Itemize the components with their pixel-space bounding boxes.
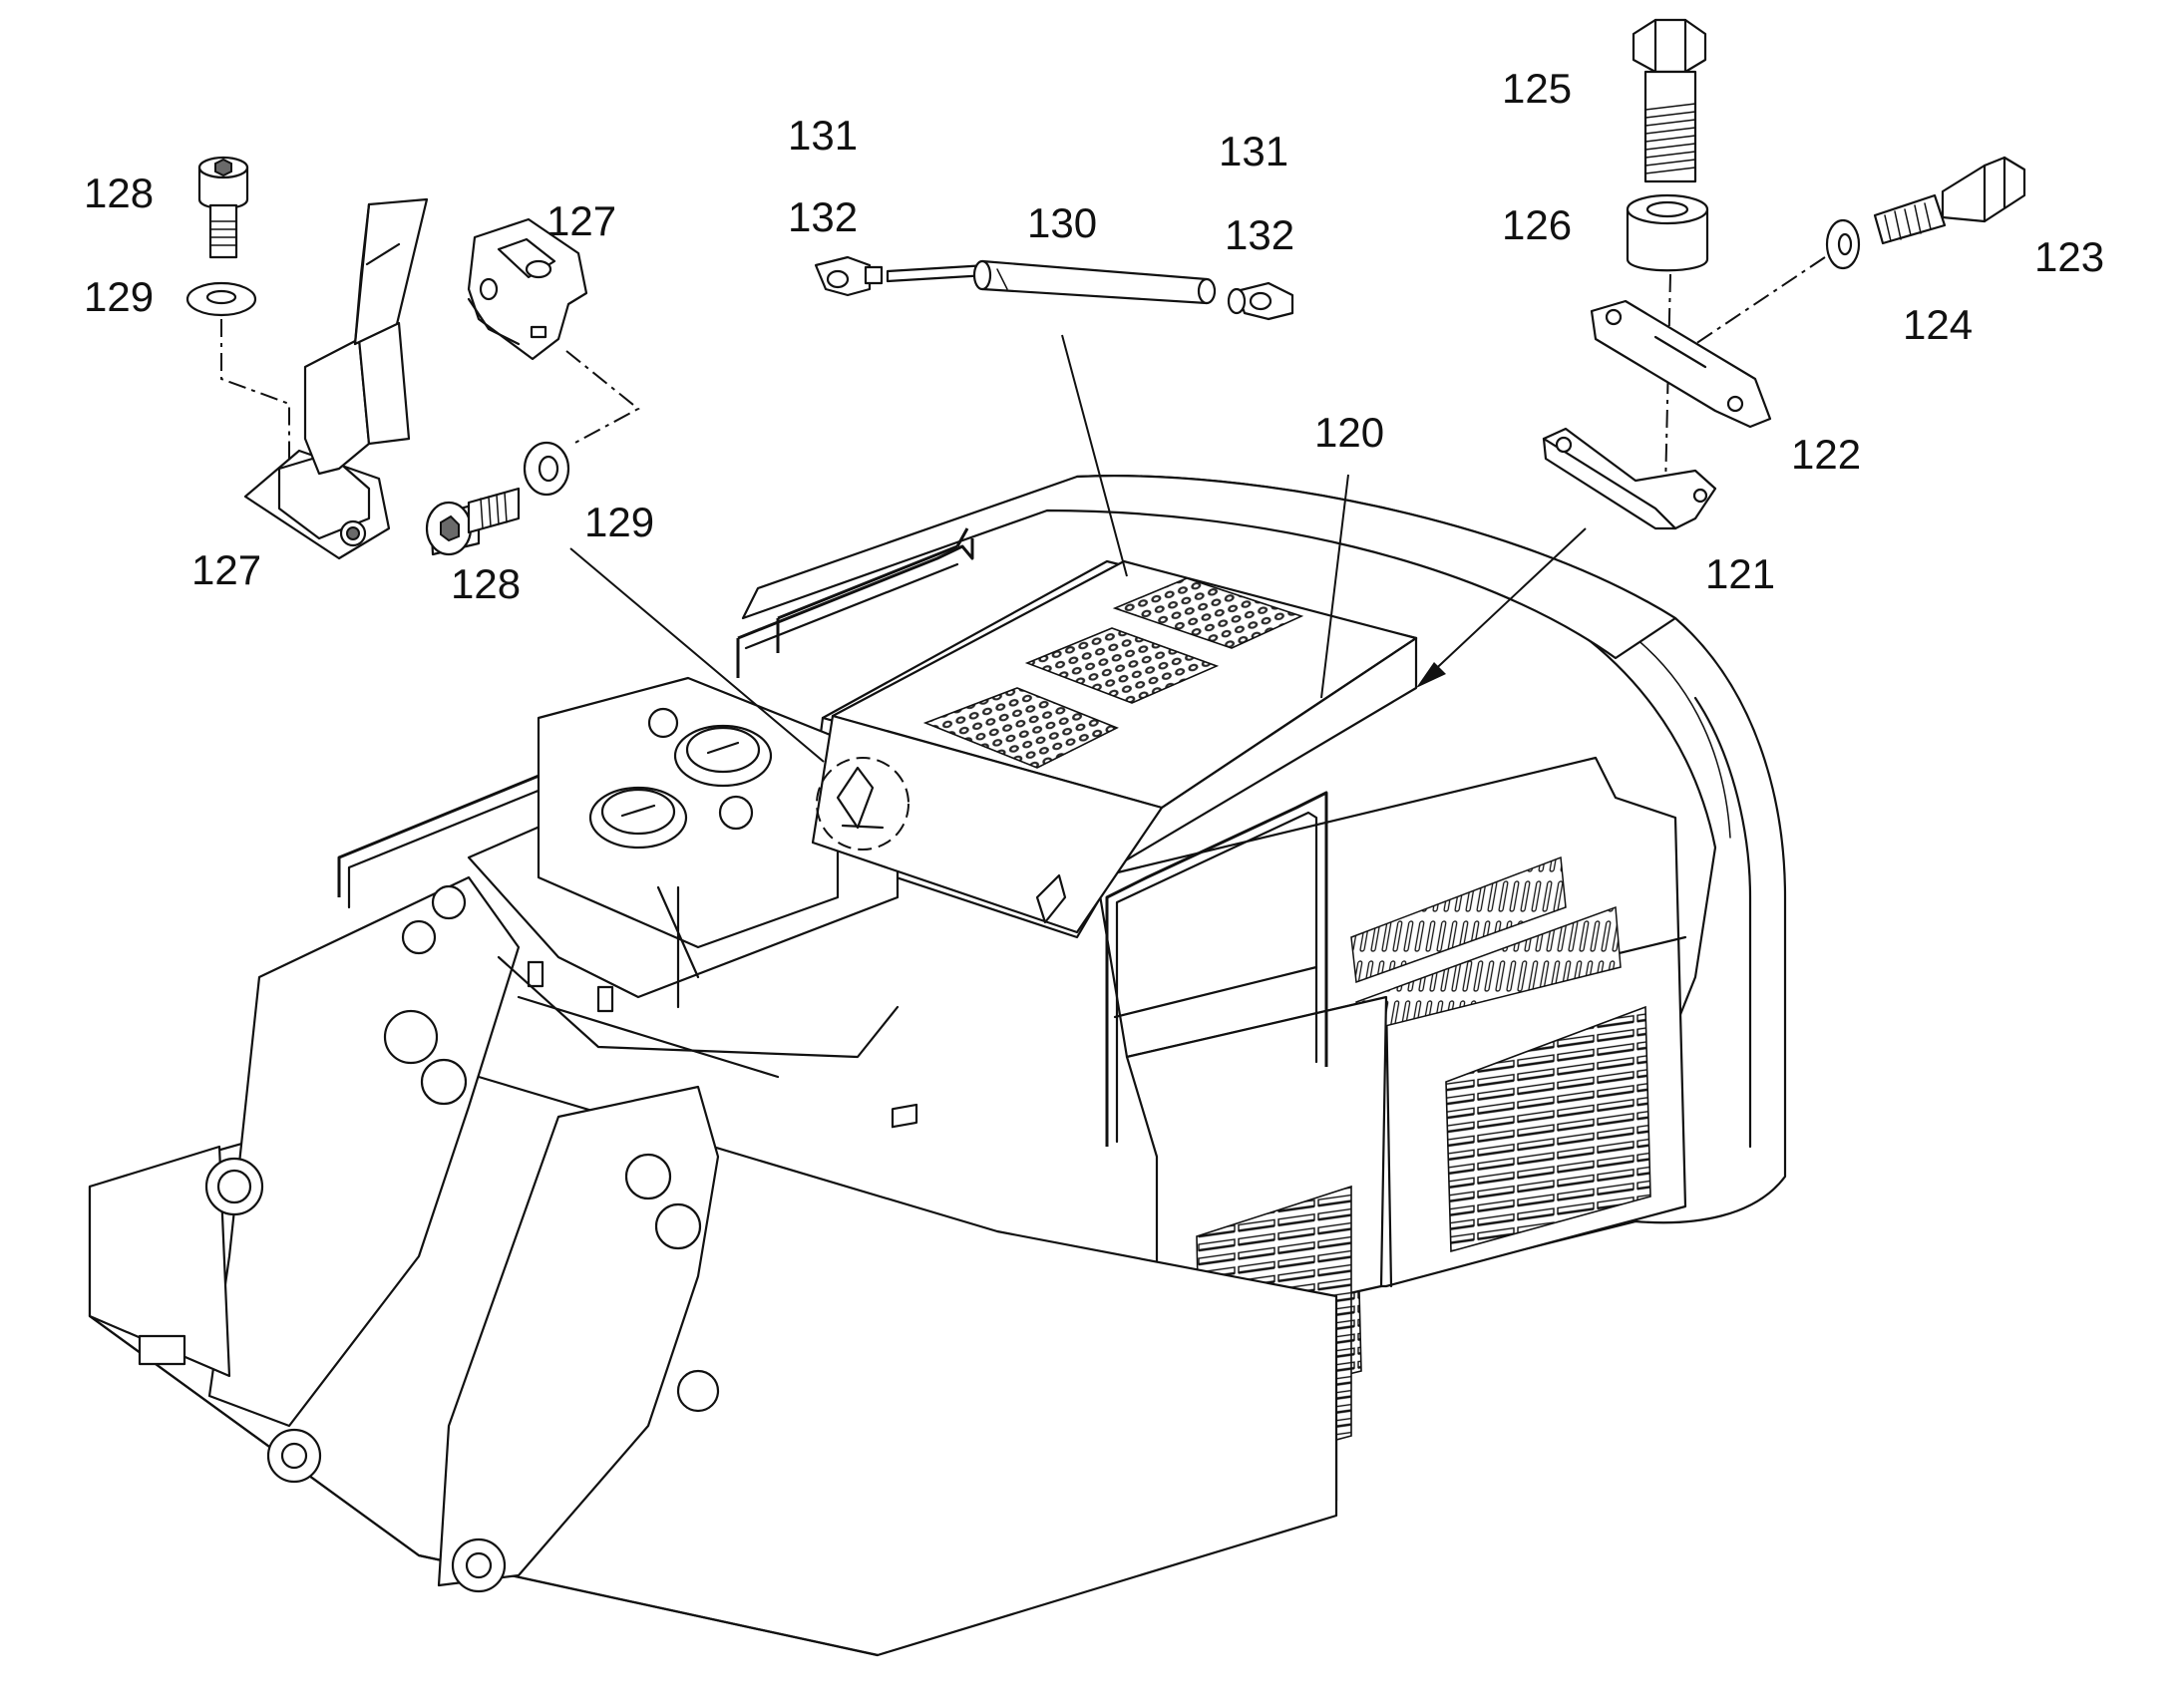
label-127-right: 127 <box>546 197 616 244</box>
label-129-lower: 129 <box>584 499 654 545</box>
vent-slots-top <box>1350 855 1567 984</box>
leader-120 <box>1320 474 1349 699</box>
boom-bracket-right <box>437 1085 720 1587</box>
label-128-lower: 128 <box>451 560 521 607</box>
bolt-123 <box>1873 156 2026 245</box>
top-deck <box>741 475 1677 660</box>
leader-130 <box>1061 334 1128 577</box>
cap-screw-128-lower <box>425 487 521 556</box>
bolt-125 <box>1632 18 1707 183</box>
ball-socket-131-132-left <box>814 255 884 297</box>
leader-129 <box>569 547 825 763</box>
label-129-top: 129 <box>84 273 154 320</box>
callout-labels: 120 121 122 123 124 125 126 127 127 128 … <box>84 65 2104 607</box>
latch-127-left <box>243 197 429 560</box>
label-127-left: 127 <box>191 546 261 593</box>
mesh-vent-3 <box>1112 577 1304 649</box>
handrail-right <box>1105 791 1328 1147</box>
ball-socket-131-132-right <box>1227 281 1294 321</box>
label-121: 121 <box>1705 550 1775 597</box>
bracket-121 <box>1542 427 1717 530</box>
washer-129-lower <box>523 441 570 497</box>
spacer-126 <box>1626 193 1709 272</box>
mesh-vent-2 <box>1024 627 1220 704</box>
label-131-right: 131 <box>1219 128 1288 174</box>
washer-129-top <box>185 281 257 317</box>
gas-spring-130 <box>886 259 1217 305</box>
washer-124 <box>1825 218 1861 270</box>
mesh-vent-1 <box>922 687 1119 769</box>
label-130: 130 <box>1027 199 1097 246</box>
label-132-left: 132 <box>788 193 858 240</box>
label-128-top: 128 <box>84 170 154 216</box>
label-123: 123 <box>2034 233 2104 280</box>
bracket-122 <box>1590 299 1772 429</box>
label-125: 125 <box>1502 65 1572 112</box>
leader-arrow-121 <box>1416 527 1587 688</box>
left-sidewall <box>88 1145 231 1378</box>
label-132-right: 132 <box>1225 211 1294 258</box>
handrail-left <box>736 538 974 678</box>
label-126: 126 <box>1502 201 1572 248</box>
upper-structure <box>88 475 1787 1657</box>
centerline-127-129 <box>565 350 640 445</box>
label-131-left: 131 <box>788 112 858 159</box>
cap-screw-128-top <box>197 156 249 259</box>
latch-bracket-127-right <box>467 217 588 361</box>
centerline-128-127 <box>220 319 290 479</box>
label-122: 122 <box>1791 431 1861 478</box>
louver-panel-upper <box>1445 1005 1651 1253</box>
hood-lock-detail <box>816 757 1067 924</box>
label-124: 124 <box>1903 301 1973 348</box>
engine-hood-cover-120 <box>811 559 1418 934</box>
label-120: 120 <box>1314 409 1384 456</box>
handrail-rear <box>776 527 969 653</box>
